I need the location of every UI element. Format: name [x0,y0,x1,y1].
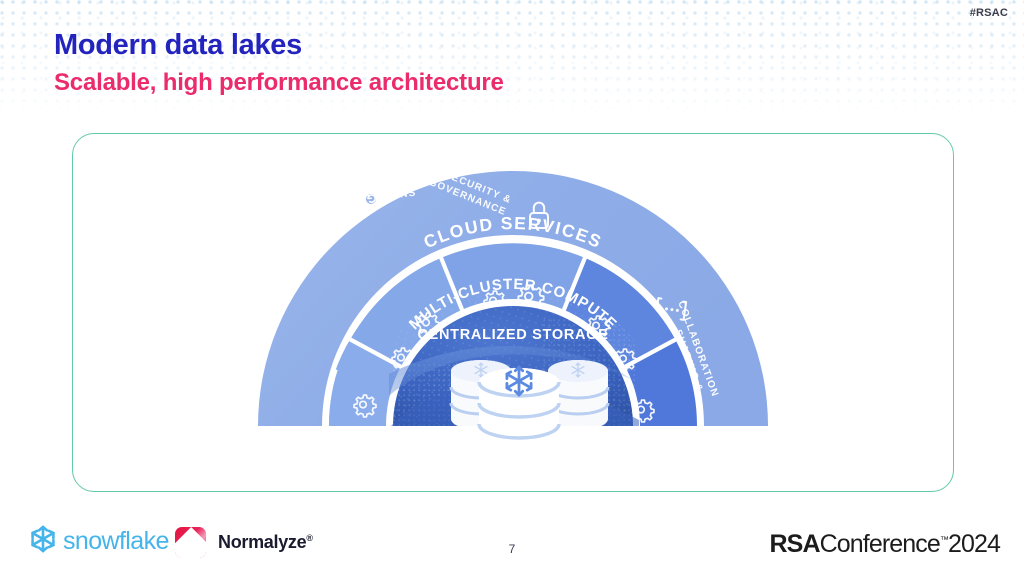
architecture-diagram: CLOUD SERVICES OPTIMIZATION MANAGEMENT T… [73,134,953,491]
db-cylinder-right [546,360,610,430]
rsa-year: 2024 [947,530,1001,558]
share-database-icon [742,429,773,462]
rsa-conference-logo: RSAConference™2024 [769,530,1001,559]
label-management: MANAGEMENT [206,235,281,293]
layer-centralized-storage: CENTRALIZED STORAGE [386,294,640,458]
rsa-conference-word: Conference [819,530,941,558]
page-subtitle: Scalable, high performance architecture [54,69,504,96]
rsa-trademark: ™ [939,534,949,545]
normalyze-wordmark: Normalyze® [218,532,313,552]
snowflake-logo: snowflake [28,524,169,559]
snowflake-icon [28,524,58,559]
rsa-bold: RSA [769,530,821,558]
lock-icon [529,201,549,229]
page-number: 7 [508,542,516,556]
capsules-icon [145,375,178,398]
database-stack-snowflake-icon [449,360,610,458]
db-cylinder-front [477,365,561,458]
slide-footer: snowflake Normalyze® 7 RSAConference™202… [0,506,1024,576]
centralized-storage-title: CENTRALIZED STORAGE [417,327,608,343]
rsac-hashtag: #RSAC [969,7,1008,19]
diagram-card: CLOUD SERVICES OPTIMIZATION MANAGEMENT T… [72,133,954,492]
database-refresh-icon [349,176,378,206]
normalyze-trademark: ® [306,533,313,543]
normalyze-n-mark-icon [175,527,206,558]
snowflake-wordmark: snowflake [63,527,169,555]
normalyze-logo: Normalyze® [175,527,313,558]
page-title: Modern data lakes [54,29,302,61]
gear-clock-icon [219,222,247,250]
